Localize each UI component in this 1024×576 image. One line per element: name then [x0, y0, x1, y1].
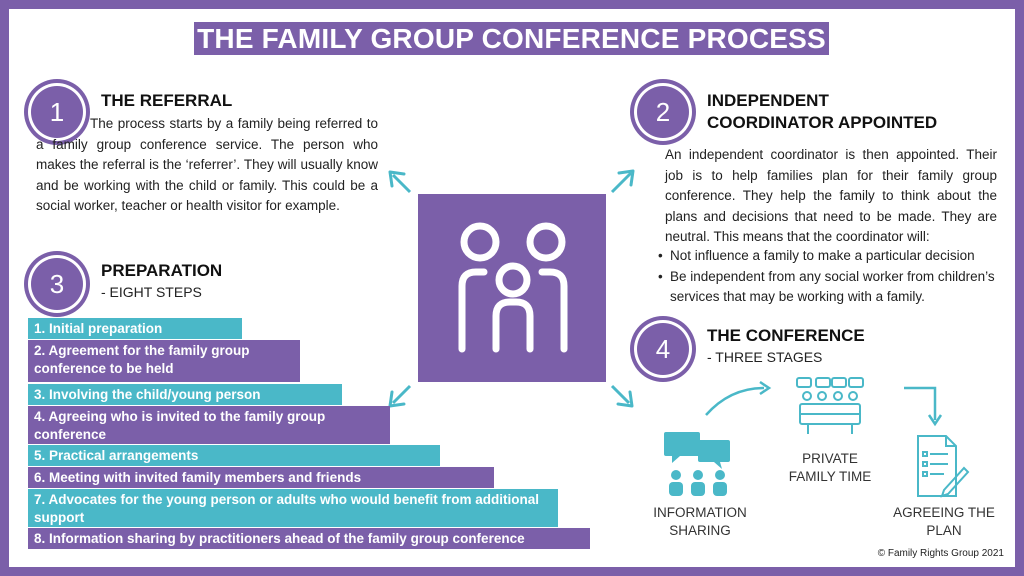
coordinator-heading-line2: COORDINATOR APPOINTED — [707, 113, 938, 132]
meeting-table-icon — [796, 377, 864, 434]
stage-label-line: PRIVATE — [802, 451, 858, 466]
preparation-heading: PREPARATION — [101, 261, 223, 280]
stage-arrow-1 — [705, 386, 765, 416]
step-number-2: 2 — [637, 86, 689, 138]
stage-label-agreeing-the-plan: AGREEING THE PLAN — [884, 504, 1004, 540]
stage-label-information-sharing: INFORMATION SHARING — [640, 504, 760, 540]
copyright-text: © Family Rights Group 2021 — [877, 548, 1004, 559]
stage-label-line: PLAN — [926, 523, 962, 538]
coordinator-bullet: Be independent from any social worker fr… — [652, 267, 998, 308]
chat-people-icon — [664, 432, 730, 496]
preparation-step: 4. Agreeing who is invited to the family… — [28, 406, 390, 444]
coordinator-bullets: Not influence a family to make a particu… — [652, 246, 998, 308]
preparation-subheading: - EIGHT STEPS — [101, 284, 202, 300]
stage-label-line: AGREEING THE — [893, 505, 995, 520]
stage-label-line: SHARING — [669, 523, 731, 538]
referral-heading: THE REFERRAL — [101, 91, 233, 110]
preparation-step: 6. Meeting with invited family members a… — [28, 467, 494, 488]
stage-label-line: FAMILY TIME — [788, 469, 872, 484]
arrow-up-right — [610, 171, 633, 194]
step-number-3: 3 — [31, 258, 83, 310]
coordinator-heading-line1: INDEPENDENT — [707, 91, 829, 110]
family-icon-box — [418, 194, 606, 382]
preparation-step: 3. Involving the child/young person — [28, 384, 342, 405]
page-title: THE FAMILY GROUP CONFERENCE PROCESS — [194, 22, 829, 55]
stage-label-line: INFORMATION — [653, 505, 747, 520]
preparation-step: 8. Information sharing by practitioners … — [28, 528, 590, 549]
conference-subheading: - THREE STAGES — [707, 349, 823, 365]
coordinator-bullet: Not influence a family to make a particu… — [652, 246, 998, 267]
preparation-step: 5. Practical arrangements — [28, 445, 440, 466]
document-pen-icon — [917, 435, 970, 498]
preparation-step: 2. Agreement for the family group confer… — [28, 340, 300, 382]
step-number-4: 4 — [637, 323, 689, 375]
stage-arrow-2 — [904, 386, 937, 420]
arrow-down-right — [610, 384, 631, 405]
family-icon — [458, 222, 568, 353]
stage-label-private-family-time: PRIVATE FAMILY TIME — [770, 450, 890, 486]
arrow-up-left — [391, 173, 412, 194]
conference-heading: THE CONFERENCE — [707, 326, 865, 345]
coordinator-text: An independent coordinator is then appoi… — [665, 147, 997, 244]
arrow-down-left — [391, 384, 412, 405]
referral-text: The process starts by a family being ref… — [36, 116, 378, 213]
step-number-1: 1 — [31, 86, 83, 138]
preparation-step: 7. Advocates for the young person or adu… — [28, 489, 558, 527]
preparation-step: 1. Initial preparation — [28, 318, 242, 339]
